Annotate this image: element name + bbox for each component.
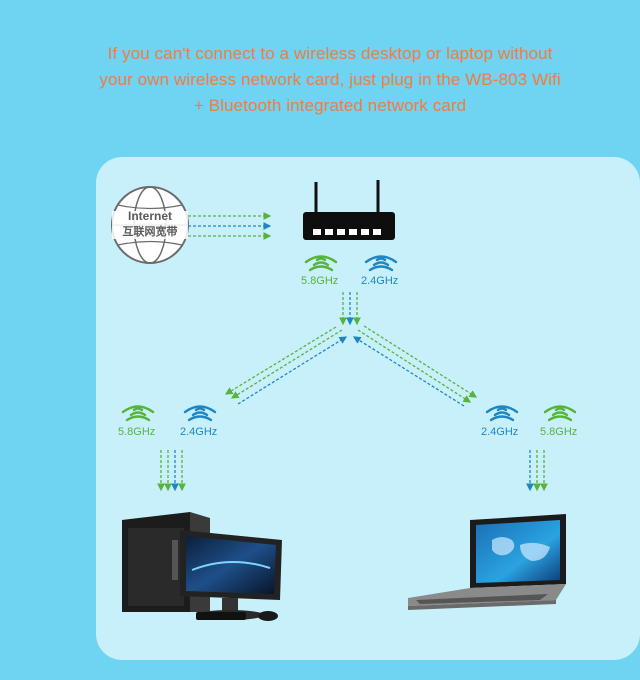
router-wifi-58-icon	[306, 257, 336, 271]
desktop-link-arrows	[226, 327, 346, 404]
laptop-wifi-24-icon	[487, 407, 517, 421]
desktop-down-arrows	[161, 450, 182, 490]
laptop-band-58-label: 5.8GHz	[540, 426, 577, 438]
desktop-computer-icon	[122, 512, 282, 621]
internet-label: Internet	[118, 209, 182, 223]
laptop-wifi-58-icon	[545, 407, 575, 421]
laptop-computer-icon	[408, 514, 566, 610]
router-band-58-label: 5.8GHz	[301, 275, 338, 287]
internet-link-arrows	[188, 216, 270, 236]
desktop-band-58-label: 5.8GHz	[118, 426, 155, 438]
router-band-24-label: 2.4GHz	[361, 275, 398, 287]
laptop-band-24-label: 2.4GHz	[481, 426, 518, 438]
desktop-wifi-58-icon	[123, 407, 153, 421]
laptop-link-arrows	[354, 326, 476, 406]
desktop-band-24-label: 2.4GHz	[180, 426, 217, 438]
router-wifi-24-icon	[366, 257, 396, 271]
router-icon	[303, 180, 395, 240]
internet-label-cn: 互联网宽带	[112, 223, 188, 239]
desktop-wifi-24-icon	[185, 407, 215, 421]
router-down-arrows	[343, 292, 357, 324]
laptop-down-arrows	[530, 450, 544, 490]
